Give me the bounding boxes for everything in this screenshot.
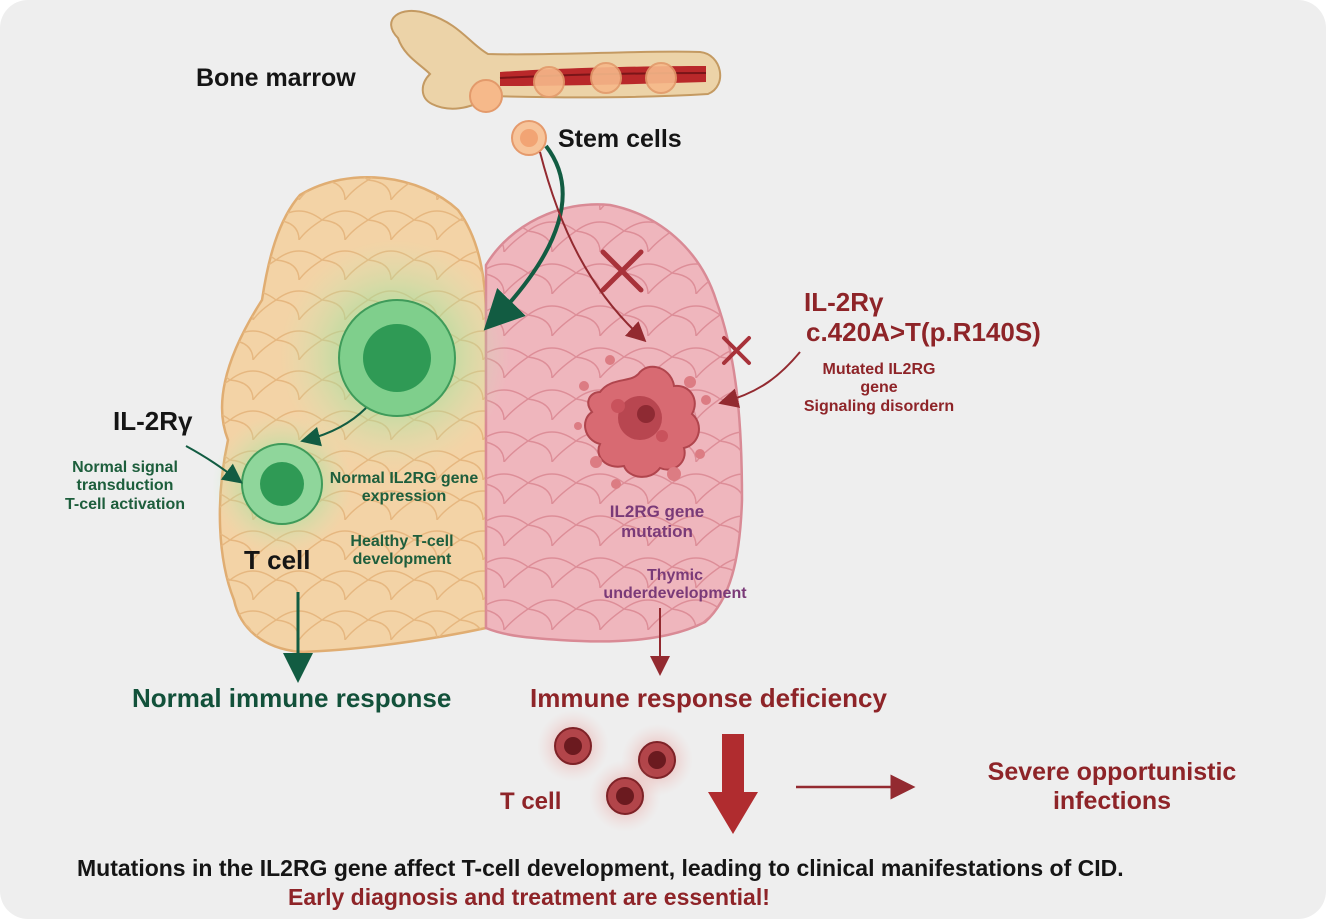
infections-label: Severe opportunistic infections bbox=[987, 758, 1237, 815]
t-cell-left-label: T cell bbox=[244, 545, 311, 575]
normal-expression-label: Normal IL2RG gene expression bbox=[329, 470, 479, 506]
il2r-right-arrow bbox=[718, 351, 801, 408]
defective-t-cells bbox=[537, 710, 693, 832]
stem-cell-icon bbox=[511, 120, 547, 156]
thymic-label: Thymic underdevelopment bbox=[603, 567, 747, 603]
maturation-arrow bbox=[300, 407, 367, 447]
deficiency-label: Immune response deficiency bbox=[530, 683, 887, 713]
normal-signal-label: Normal signal transduction T-cell activa… bbox=[64, 459, 186, 513]
normal-response-label: Normal immune response bbox=[132, 683, 452, 713]
il2r-left-arrow bbox=[185, 445, 243, 484]
mutated-cell-cluster bbox=[574, 355, 711, 489]
gene-mutation-label: IL2RG gene mutation bbox=[609, 502, 705, 541]
stem-to-mutant-arrow bbox=[539, 151, 647, 343]
il2r-left-label: IL-2Rγ bbox=[113, 406, 193, 436]
healthy-t-cell bbox=[241, 443, 323, 525]
call-to-action-text: Early diagnosis and treatment are essent… bbox=[288, 884, 770, 910]
bone-illustration bbox=[390, 9, 722, 113]
big-down-arrow bbox=[708, 734, 758, 834]
bone-marrow-label: Bone marrow bbox=[196, 64, 356, 92]
conclusion-text: Mutations in the IL2RG gene affect T-cel… bbox=[77, 855, 1124, 881]
il2r-right-label: IL-2Rγ bbox=[804, 287, 884, 317]
stem-cells-label: Stem cells bbox=[558, 125, 682, 153]
signal-blocked-x-icon bbox=[722, 336, 751, 365]
blocked-migration-x-icon bbox=[600, 249, 644, 293]
mutated-gene-label: Mutated IL2RG gene Signaling disordern bbox=[803, 361, 955, 415]
healthy-development-label: Healthy T-cell development bbox=[350, 533, 454, 569]
stem-to-thymus-arrow bbox=[483, 144, 565, 331]
mutation-code-label: c.420A>T(p.R140S) bbox=[806, 317, 1041, 347]
t-cell-right-label: T cell bbox=[500, 788, 562, 815]
healthy-progenitor-cell bbox=[338, 299, 456, 417]
